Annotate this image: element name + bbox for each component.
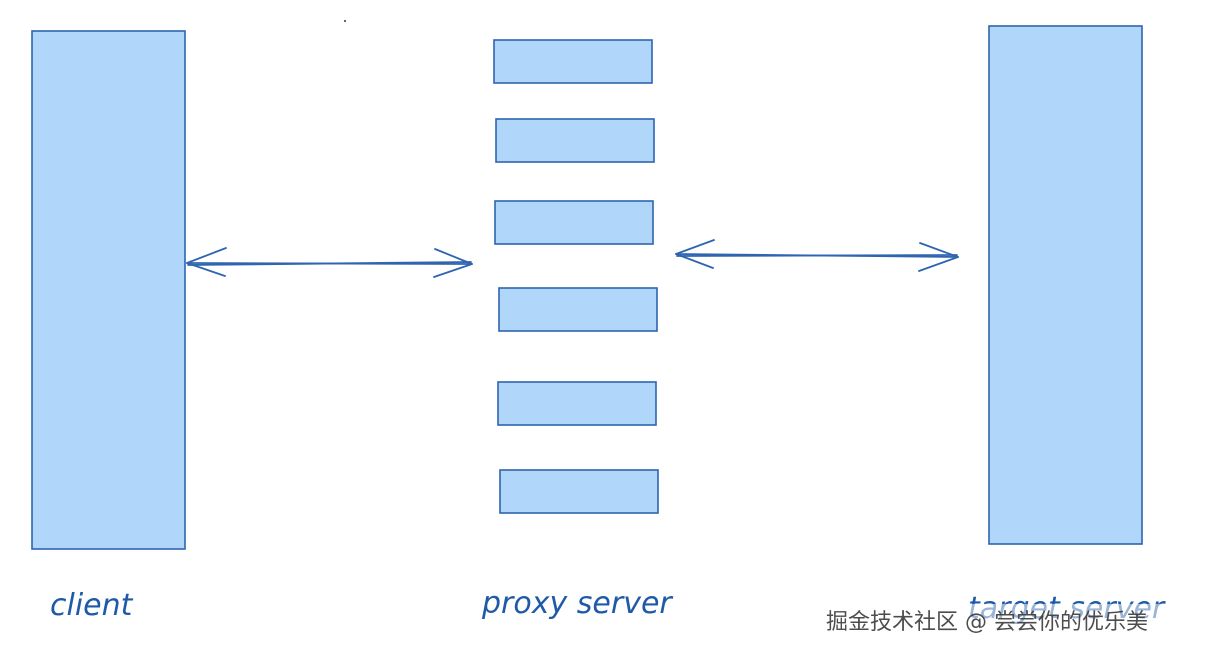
client-label: client	[50, 588, 134, 623]
target-server-box	[988, 25, 1143, 545]
watermark-background	[822, 604, 1190, 636]
arrow-proxy-target	[675, 239, 959, 272]
stray-dot	[344, 20, 346, 22]
proxy-slot-3	[494, 200, 654, 245]
proxy-slot-1	[493, 39, 653, 84]
client-box	[31, 30, 186, 550]
proxy-slot-4	[498, 287, 658, 332]
proxy-slot-2	[495, 118, 655, 163]
watermark-text: 掘金技术社区 @ 尝尝你的优乐美	[826, 610, 1148, 635]
arrow-client-proxy	[186, 247, 473, 278]
proxy-server-label: proxy server	[481, 586, 673, 621]
proxy-slot-5	[497, 381, 657, 426]
proxy-server-stack	[493, 39, 659, 514]
proxy-slot-6	[499, 469, 659, 514]
